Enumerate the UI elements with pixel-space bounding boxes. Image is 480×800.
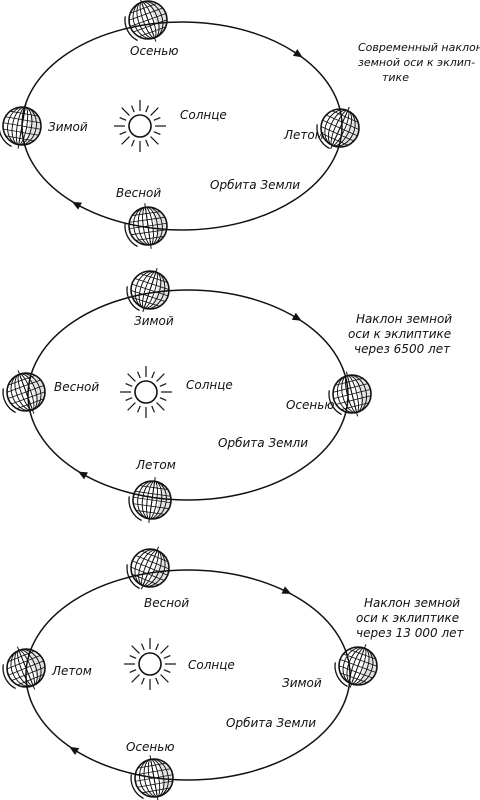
panel2-orbit-arrow-icon-1 xyxy=(78,471,88,480)
panel2-earth-globe-icon-right xyxy=(328,371,372,417)
panel3-note-line-2: оси к эклиптике xyxy=(356,611,460,625)
panel1-orbit-arrow-icon-1 xyxy=(72,201,82,210)
panel3-earth-globe-icon-left xyxy=(2,646,46,690)
panel3-season-bottom-label: Осенью xyxy=(126,740,175,754)
panel1-earth-globe-icon-bottom xyxy=(124,203,168,249)
panel2-sun-label: Солнце xyxy=(186,378,233,392)
panel2-season-right-label: Осенью xyxy=(286,398,335,412)
panel2-earth-globe-icon-bottom xyxy=(128,477,172,523)
panel2-earth-globe-icon-left xyxy=(2,370,46,414)
panel1-axis-tilt-note: Современный наклон земной оси к эклип- т… xyxy=(358,40,480,85)
panel2-orbit-arrow-icon-2 xyxy=(291,312,302,321)
panel1-note-line-1: Современный наклон xyxy=(358,41,480,54)
panel2-note-line-1: Наклон земной xyxy=(356,312,453,326)
panel2-earth-globe-icon-top xyxy=(126,267,170,313)
panel3-earth-globe-icon-bottom xyxy=(130,755,174,800)
panel1-sun-icon xyxy=(114,100,166,152)
panel2-orbit-label: Орбита Земли xyxy=(218,436,309,450)
panel3-orbit-label: Орбита Земли xyxy=(226,716,317,730)
panel3-season-right-label: Зимой xyxy=(282,676,322,690)
panel1-note-line-2: земной оси к эклип- xyxy=(358,56,476,69)
panel2-note-line-2: оси к эклиптике xyxy=(348,327,452,341)
panel3-season-left-label: Летом xyxy=(52,664,92,678)
panel1-season-bottom-label: Весной xyxy=(116,186,162,200)
panel3-earth-globe-icon-right xyxy=(334,644,378,688)
panel2-season-top-label: Зимой xyxy=(134,314,174,328)
panel2-earth-orbit xyxy=(27,289,349,501)
panel1-season-left-label: Зимой xyxy=(48,120,88,134)
panel1-sun-label: Солнце xyxy=(180,108,227,122)
panel3-note-line-3: через 13 000 лет xyxy=(356,626,464,640)
panel2-season-left-label: Весной xyxy=(54,380,100,394)
panel3-orbit-arrow-icon-2 xyxy=(281,586,292,594)
panel1-season-right-label: Летом xyxy=(284,128,324,142)
panel1-note-line-3: тике xyxy=(382,71,409,84)
panel3-season-top-label: Весной xyxy=(144,596,190,610)
panel1-earth-globe-icon-left xyxy=(0,103,42,149)
panel1-earth-globe-icon-top xyxy=(124,0,168,42)
panel3-orbit-arrow-icon-1 xyxy=(69,746,80,755)
panel1-season-top-label: Осенью xyxy=(130,44,179,58)
panel2-sun-icon xyxy=(120,366,172,418)
panel1-orbit-label: Орбита Земли xyxy=(210,178,301,192)
panel2-season-bottom-label: Летом xyxy=(136,458,176,472)
panel3-sun-icon xyxy=(124,638,176,690)
panel3-note-line-1: Наклон земной xyxy=(364,596,461,610)
panel2-axis-tilt-note: Наклон земной оси к эклиптике через 6500… xyxy=(348,312,452,357)
panel3-earth-globe-icon-top xyxy=(126,546,170,590)
panel1-orbit-arrow-icon-2 xyxy=(292,49,303,58)
panel3-sun-label: Солнце xyxy=(188,658,235,672)
panel2-note-line-3: через 6500 лет xyxy=(354,342,451,356)
panel3-axis-tilt-note: Наклон земной оси к эклиптике через 13 0… xyxy=(356,596,464,641)
